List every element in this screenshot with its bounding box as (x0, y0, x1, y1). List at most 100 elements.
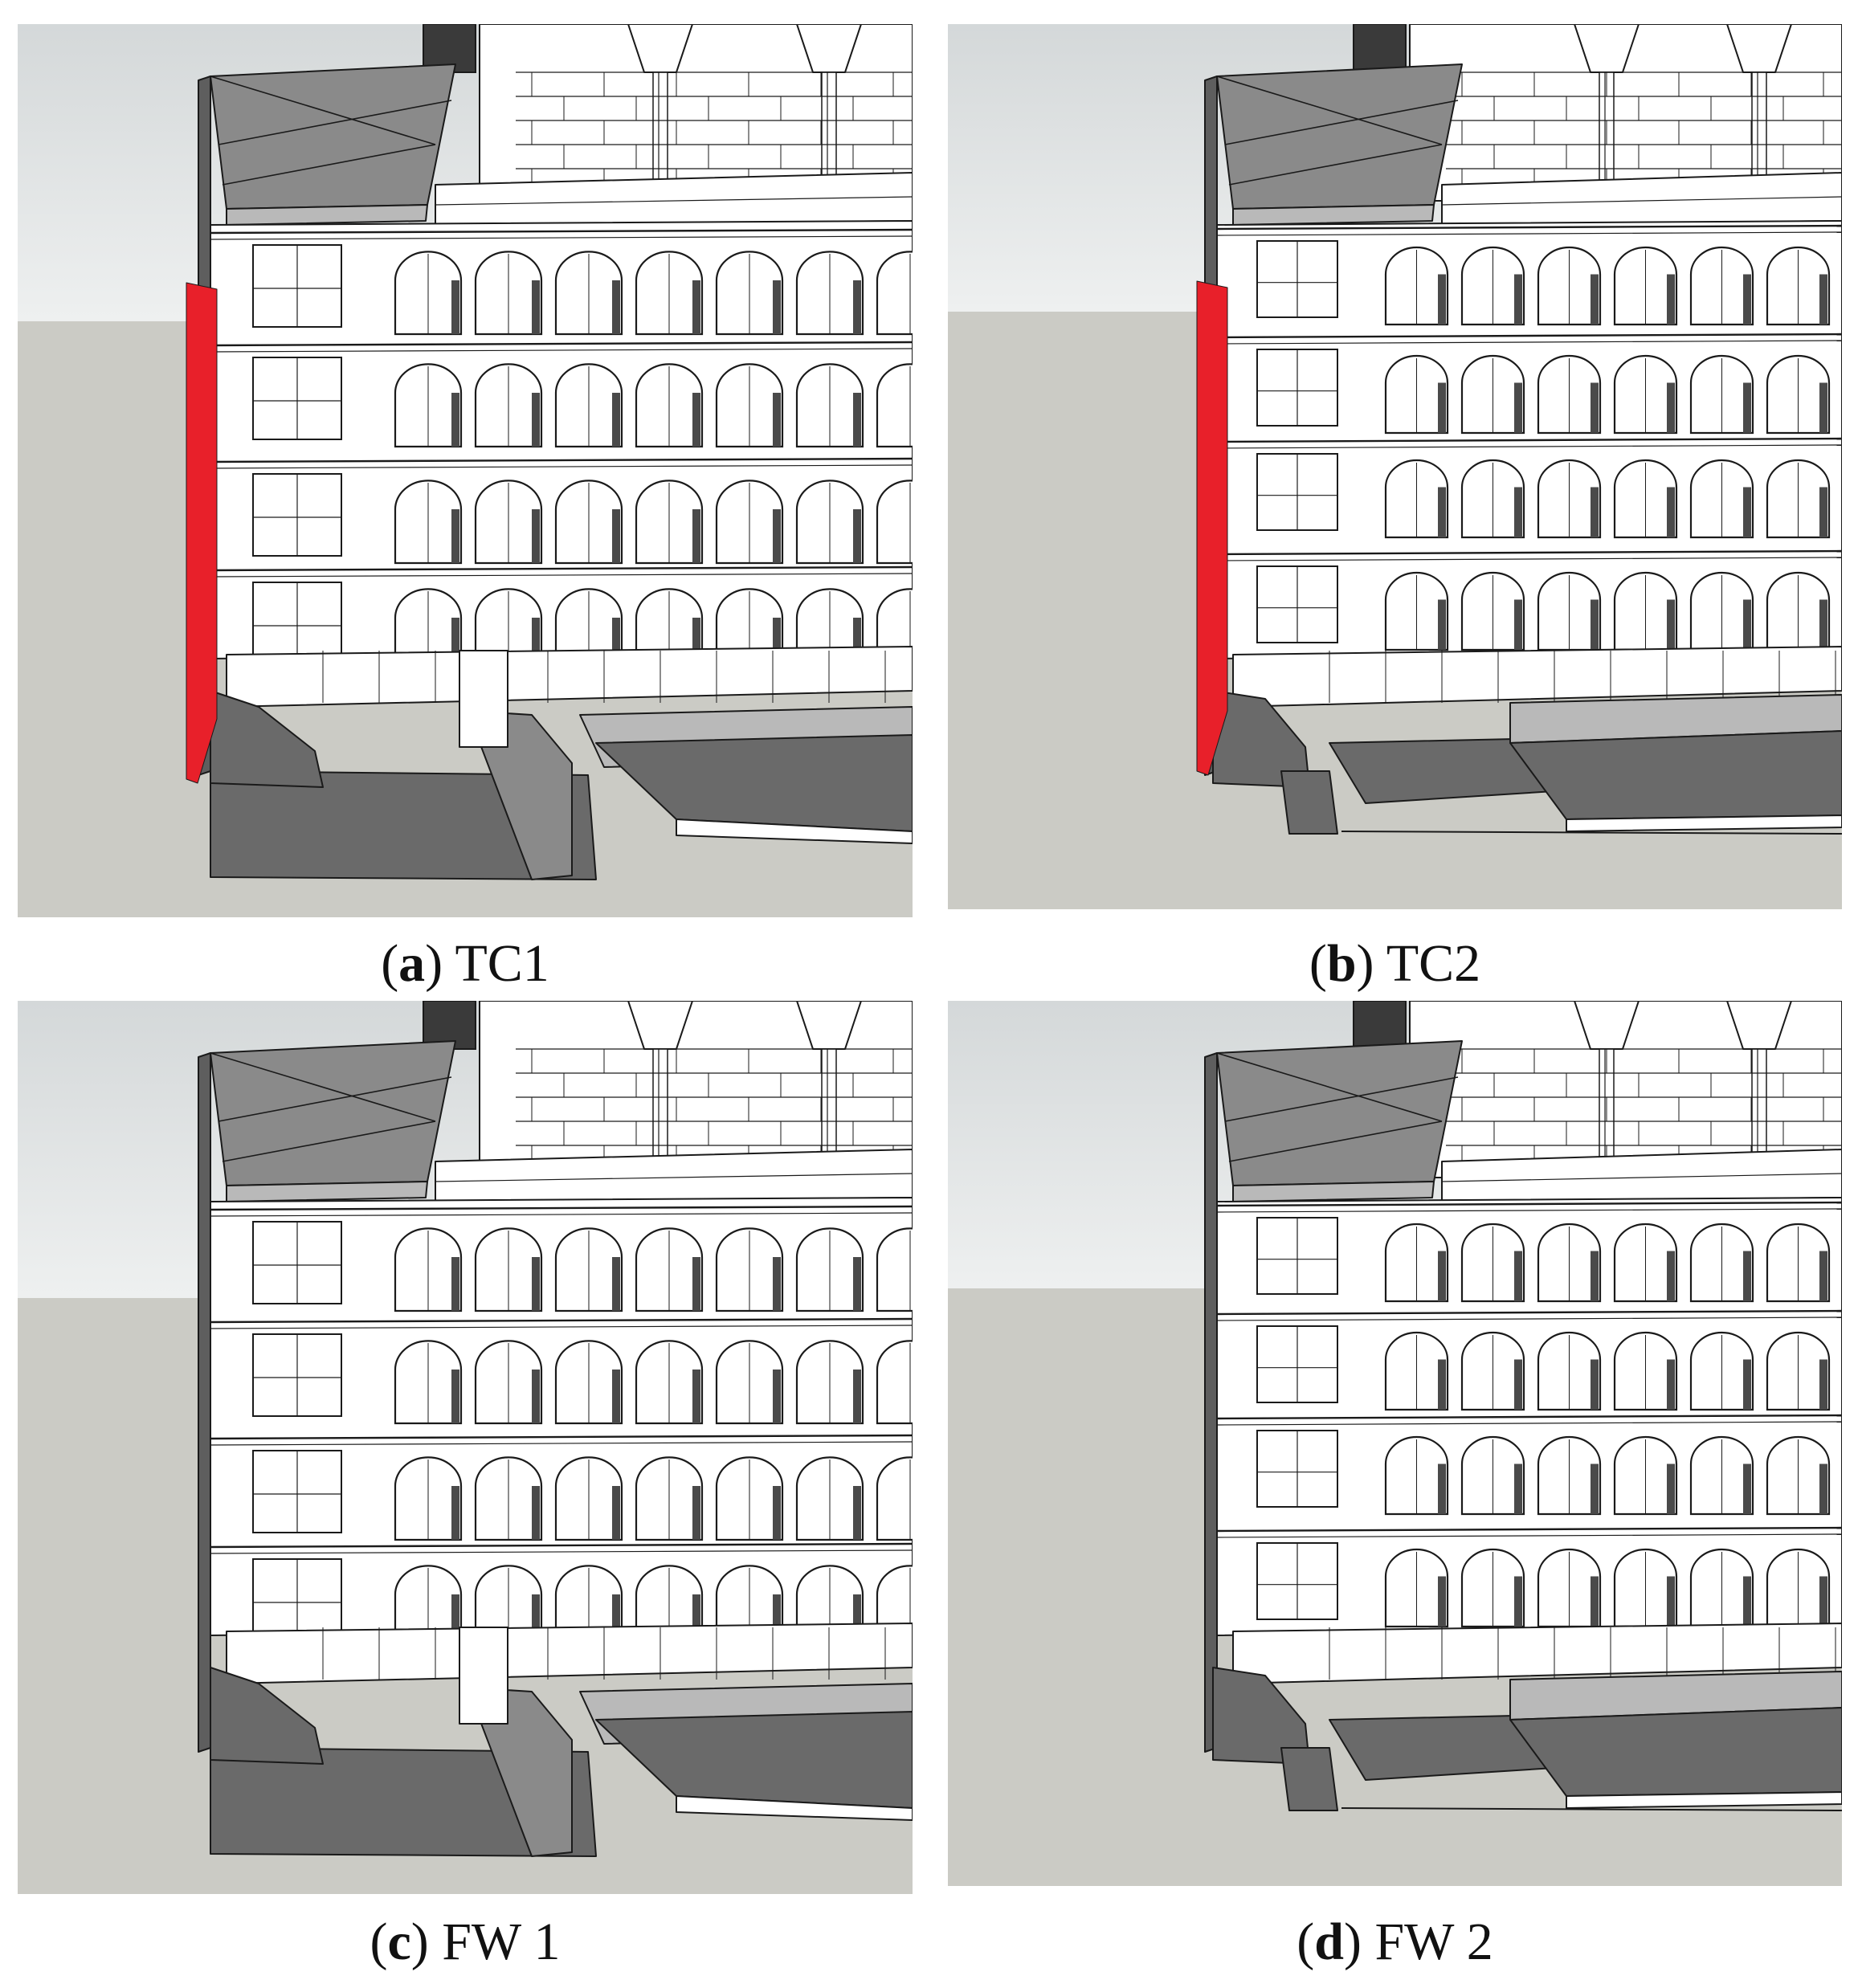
slab-edge-a (676, 818, 913, 844)
arch-shadow (532, 509, 540, 563)
floor-slab-line (210, 228, 913, 235)
arch-shadow (1591, 274, 1599, 325)
panel-b-caption: (b) TC2 (1309, 934, 1481, 993)
arch-shadow (612, 618, 620, 672)
arch-shadow (1743, 274, 1751, 325)
arch-shadow (853, 509, 861, 563)
arch-shadow (692, 509, 700, 563)
arch-shadow (773, 1257, 781, 1311)
panel-a-label: TC1 (455, 934, 549, 993)
floor-slab-line (1216, 1201, 1842, 1207)
arch-shadow (1591, 599, 1599, 650)
floor-slab-line (1216, 1533, 1842, 1538)
arch-shadow (692, 1257, 700, 1311)
arch-shadow (692, 280, 700, 334)
arch-shadow (1667, 382, 1675, 433)
ramp-side-wall (467, 1687, 573, 1857)
floor-slab-line (1216, 231, 1842, 236)
arch-shadow (1514, 274, 1522, 325)
quarter-round-block (1212, 690, 1310, 788)
arch-shadow (1514, 1576, 1522, 1627)
floor-slab-line (1216, 224, 1842, 231)
terrace-course (435, 196, 913, 206)
panel-c-caption: (c) FW 1 (370, 1912, 561, 1971)
arcade-arch (876, 251, 913, 336)
arcade-arch (876, 363, 913, 448)
arch-shadow (1591, 1463, 1599, 1514)
arch-shadow (1743, 1251, 1751, 1301)
arch-shadow (853, 1257, 861, 1311)
arch-shadow (773, 618, 781, 672)
quarter-round-block (1212, 1667, 1310, 1765)
arch-shadow (773, 1486, 781, 1540)
floor-slab-line (1216, 437, 1842, 443)
floor-slab-line (1216, 549, 1842, 556)
building-model (186, 24, 913, 880)
left-roof-block (1216, 63, 1463, 210)
slab-edge-a (1566, 814, 1842, 832)
roof-facet-line (1216, 1052, 1443, 1122)
terrace-band (1441, 172, 1842, 226)
arch-shadow (1667, 1576, 1675, 1627)
arcade-arch (876, 1456, 913, 1541)
arch-shadow (1819, 1359, 1827, 1410)
slab-top-a (1509, 1671, 1842, 1721)
terrace-course (435, 1173, 913, 1182)
floor-slab-line (210, 573, 913, 578)
floor-slab-line (210, 1434, 913, 1440)
highlighted-wall-element (186, 282, 218, 784)
panel-a-model-render (18, 24, 913, 917)
arch-shadow (451, 1257, 459, 1311)
floor-slab-line (1216, 557, 1842, 561)
lower-wall (226, 646, 913, 708)
arch-shadow (1514, 1359, 1522, 1410)
arch-shadow (1743, 599, 1751, 650)
floor-slab-line (210, 341, 913, 347)
arcade-arch (876, 1227, 913, 1312)
floor-slab-line (210, 457, 913, 463)
floor-slab-line (210, 1441, 913, 1446)
left-roof-block (1216, 1040, 1463, 1186)
arch-shadow (853, 618, 861, 672)
arch-shadow (1438, 599, 1446, 650)
arch-shadow (451, 509, 459, 563)
building-model (1204, 1001, 1842, 1811)
roof-facet-line (1224, 1076, 1459, 1122)
panel-c-model-render (18, 1001, 913, 1894)
roof-facet-line (1224, 100, 1459, 145)
arch-shadow (773, 1594, 781, 1648)
panel-c-label: FW 1 (442, 1912, 561, 1971)
lower-pier (1280, 770, 1338, 835)
slab-dark-a (595, 734, 913, 832)
panel-b-model-render (948, 24, 1842, 909)
roof-facet-line (222, 1121, 436, 1162)
slab-dark-a (1509, 730, 1842, 820)
left-edge-wall (198, 1052, 211, 1753)
arch-shadow (1667, 274, 1675, 325)
arch-shadow (1514, 1251, 1522, 1301)
left-roof-block (210, 63, 456, 210)
floor-slab-line (210, 1317, 913, 1324)
slab-edge-a (1566, 1791, 1842, 1809)
arch-shadow (612, 393, 620, 447)
arch-shadow (1667, 1463, 1675, 1514)
arch-shadow (532, 1486, 540, 1540)
arch-shadow (1438, 382, 1446, 433)
arch-shadow (612, 280, 620, 334)
arch-shadow (853, 393, 861, 447)
arch-shadow (1514, 599, 1522, 650)
arch-shadow (1667, 1251, 1675, 1301)
arch-shadow (1438, 1251, 1446, 1301)
building-model (198, 1001, 913, 1857)
roof-facet-line (218, 100, 452, 145)
arch-shadow (1438, 487, 1446, 537)
slab-top-a (1509, 694, 1842, 744)
arch-shadow (1819, 1576, 1827, 1627)
arch-shadow (532, 1257, 540, 1311)
terrace-course (1441, 196, 1842, 206)
slab-edge-a (676, 1795, 913, 1821)
arch-shadow (1819, 487, 1827, 537)
arch-shadow (1438, 274, 1446, 325)
floor-slab-line (1216, 1316, 1842, 1321)
left-roof-band (226, 1181, 428, 1202)
